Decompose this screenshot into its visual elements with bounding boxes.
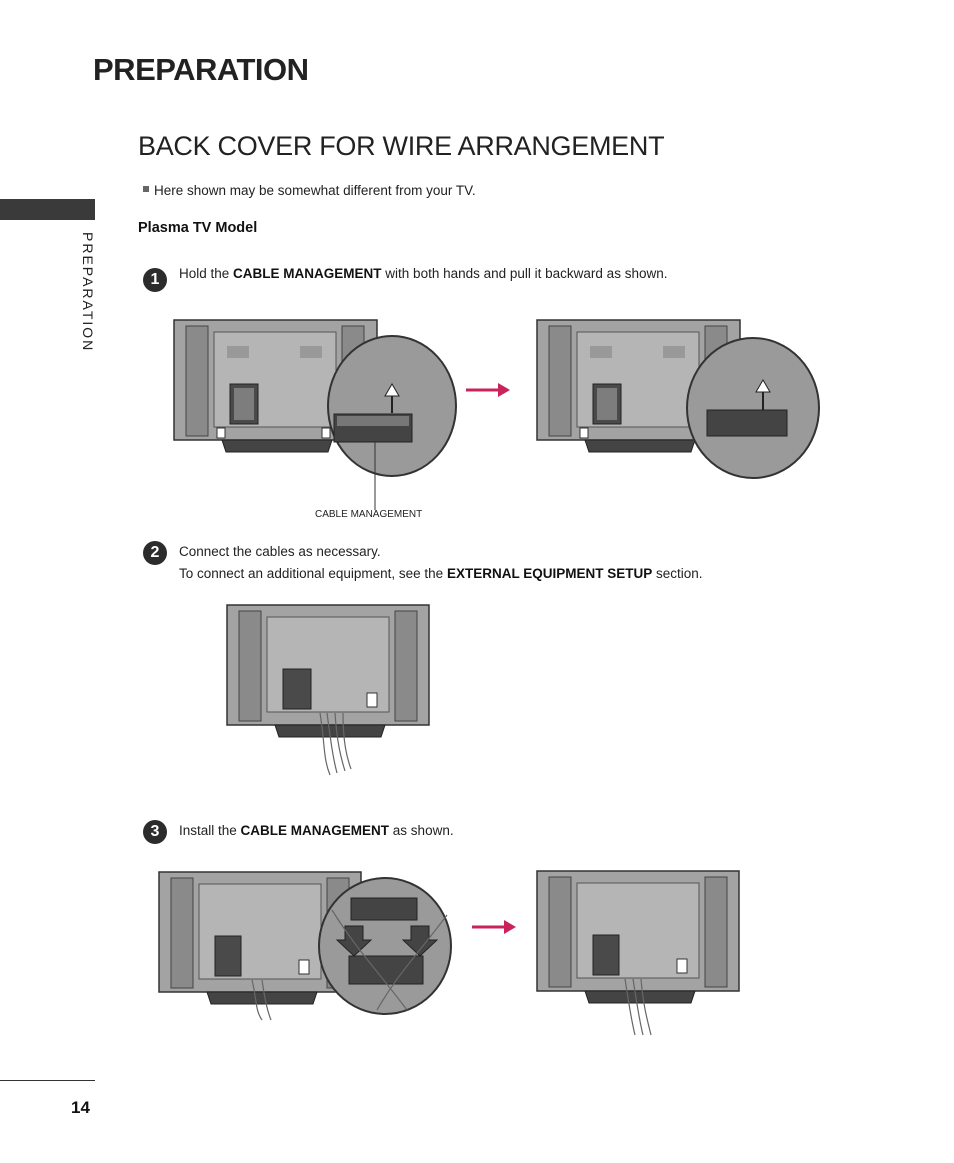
step-2-line-2-after: section. xyxy=(652,566,703,581)
step-3-tv-installed-illustration xyxy=(536,870,740,1036)
side-tab-marker xyxy=(0,199,95,220)
step-3-text-after: as shown. xyxy=(389,823,454,838)
step-1-text: Hold the CABLE MANAGEMENT with both hand… xyxy=(179,263,667,285)
cable-management-callout-label: CABLE MANAGEMENT xyxy=(315,509,423,520)
page-number: 14 xyxy=(71,1098,90,1117)
step-1-text-after: with both hands and pull it backward as … xyxy=(381,266,668,281)
step-3-tv-install-illustration xyxy=(158,871,452,1021)
step-1-number: 1 xyxy=(143,268,167,292)
step-1-tv-after-illustration xyxy=(536,319,820,479)
step-1-tv-before-illustration xyxy=(173,319,457,510)
step-3-text-bold: CABLE MANAGEMENT xyxy=(240,823,390,838)
step-2-tv-cables-illustration xyxy=(226,604,430,776)
page-header-title: PREPARATION xyxy=(93,52,309,87)
step-1-right-arrow-icon xyxy=(466,383,510,397)
step-2-line-1: Connect the cables as necessary. xyxy=(179,544,381,559)
step-3-text: Install the CABLE MANAGEMENT as shown. xyxy=(179,820,454,842)
step-1-text-bold: CABLE MANAGEMENT xyxy=(233,266,382,281)
step-2-line-2: To connect an additional equipment, see … xyxy=(179,563,703,585)
step-3-right-arrow-icon xyxy=(472,920,516,934)
note-content: Here shown may be somewhat different fro… xyxy=(154,183,476,198)
step-2-number: 2 xyxy=(143,541,167,565)
step-2-line-2-bold: EXTERNAL EQUIPMENT SETUP xyxy=(446,566,653,581)
bullet-icon xyxy=(143,186,149,193)
model-subheading: Plasma TV Model xyxy=(138,220,258,236)
section-title: BACK COVER FOR WIRE ARRANGEMENT xyxy=(138,131,665,161)
step-2-line-2-before: To connect an additional equipment, see … xyxy=(179,566,447,581)
footer-rule xyxy=(0,1080,95,1081)
side-section-label: PREPARATION xyxy=(80,232,96,353)
note-text: Here shown may be somewhat different fro… xyxy=(143,183,476,198)
step-1-text-before: Hold the xyxy=(179,266,234,281)
step-3-text-before: Install the xyxy=(179,823,241,838)
step-3-number: 3 xyxy=(143,820,167,844)
